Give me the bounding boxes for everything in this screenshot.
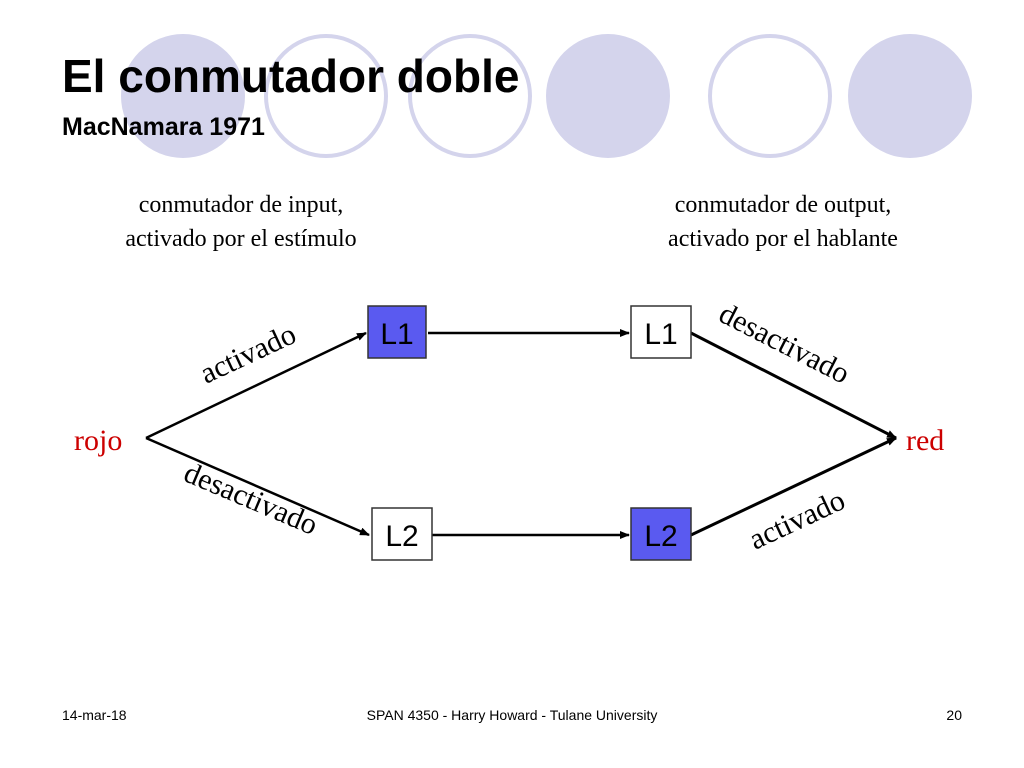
switch-label: L2	[644, 520, 677, 553]
edge-label-output-top: desactivado	[714, 297, 855, 391]
footer-date: 14-mar-18	[62, 707, 127, 723]
edge-label-input-top: activado	[195, 317, 301, 390]
caption-line: conmutador de output,	[674, 192, 892, 218]
input-switch-l2: L2	[371, 507, 433, 561]
input-switch-caption: conmutador de input, activado por el est…	[71, 188, 411, 256]
caption-line: conmutador de input,	[138, 192, 344, 218]
switch-box	[630, 507, 692, 561]
output-switch-l2: L2	[630, 507, 692, 561]
edge-rojo-to-input-l1	[145, 331, 367, 440]
switch-box	[367, 305, 427, 359]
switch-label: L1	[644, 318, 677, 351]
edge-output-l2-to-red	[690, 436, 897, 537]
switch-box	[371, 507, 433, 561]
edge-rojo-to-input-l2	[145, 436, 370, 537]
slide-subtitle: MacNamara 1971	[62, 113, 265, 141]
footer-page-number: 20	[946, 707, 962, 723]
decor-circle	[408, 34, 532, 158]
caption-line: activado por el hablante	[668, 226, 898, 252]
edge-output-l1-to-red	[690, 331, 897, 440]
switch-label: L2	[385, 520, 418, 553]
edge-label-input-bottom: desactivado	[179, 456, 322, 542]
decor-circle	[264, 34, 388, 158]
decor-circle	[708, 34, 832, 158]
decor-circle	[121, 34, 245, 158]
caption-line: activado por el estímulo	[125, 226, 357, 252]
output-switch-l1: L1	[630, 305, 692, 359]
switch-label: L1	[380, 318, 413, 351]
decor-circle	[848, 34, 972, 158]
decor-circle	[546, 34, 670, 158]
input-switch-l1: L1	[367, 305, 427, 359]
output-switch-caption: conmutador de output, activado por el ha…	[613, 188, 953, 256]
source-node-label: rojo	[74, 424, 122, 457]
edge-label-output-bottom: activado	[744, 483, 850, 556]
footer-course: SPAN 4350 - Harry Howard - Tulane Univer…	[366, 707, 658, 723]
switch-box	[630, 305, 692, 359]
decorative-circles	[121, 34, 972, 158]
slide-title: El conmutador doble	[62, 50, 520, 102]
target-node-label: red	[906, 424, 944, 457]
